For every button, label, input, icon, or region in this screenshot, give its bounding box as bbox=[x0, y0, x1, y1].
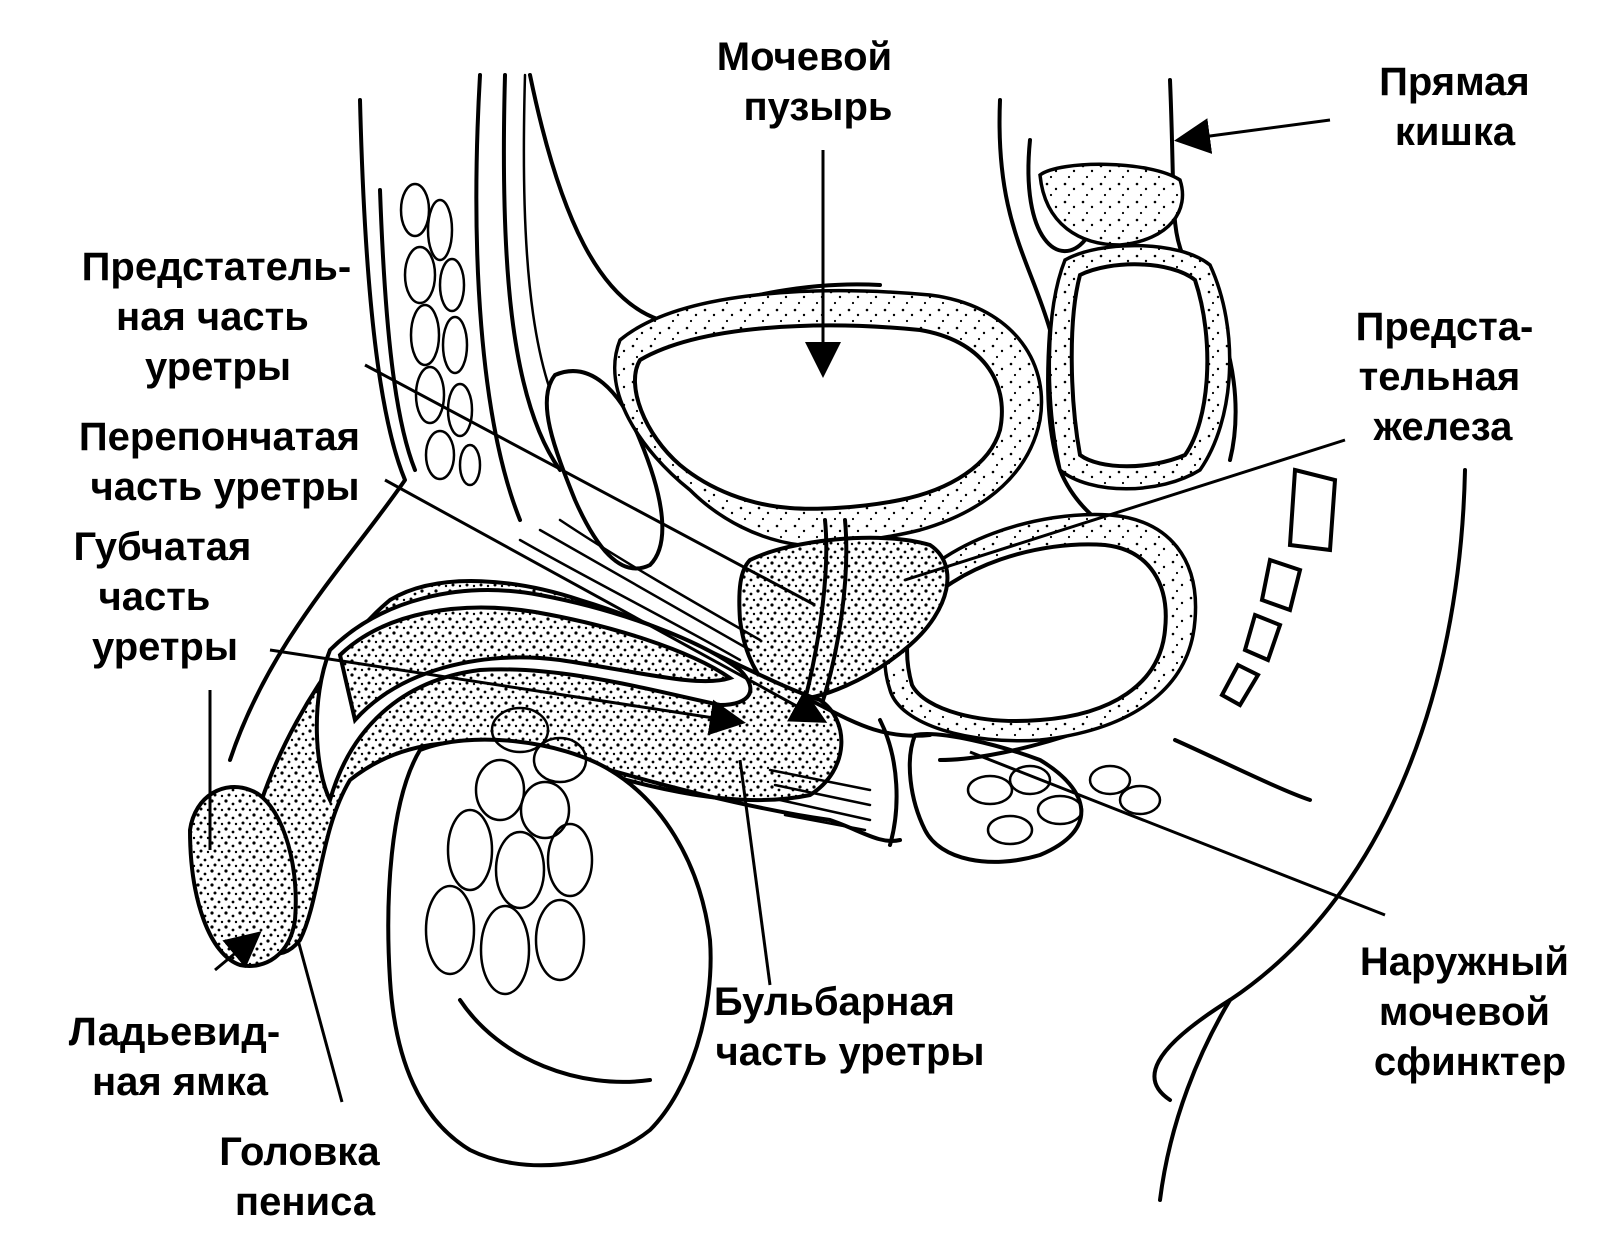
label-spongy-urethra: Губчатая часть уретры bbox=[74, 525, 263, 669]
label-prostatic-urethra: Предстатель- ная часть уретры bbox=[82, 245, 363, 389]
fat-lobules bbox=[399, 182, 482, 487]
penis-shaft bbox=[242, 579, 844, 956]
coccyx bbox=[1219, 467, 1338, 708]
bulbar-urethra-leader bbox=[738, 759, 772, 986]
bladder-shape bbox=[613, 289, 1044, 547]
navicular-fossa-leader bbox=[214, 931, 262, 972]
spongy-urethra-leader bbox=[269, 648, 746, 736]
perineal-body bbox=[608, 718, 1162, 864]
anatomy-drawing bbox=[187, 73, 1467, 1202]
prostate-leader bbox=[904, 438, 1346, 582]
label-bulbar-urethra: Бульбарная часть уретры bbox=[714, 980, 985, 1074]
rectum-shape bbox=[938, 78, 1238, 762]
membranous-urethra-leader bbox=[384, 478, 828, 723]
buttock-outline bbox=[1152, 468, 1467, 1102]
label-external-sphincter: Наружный мочевой сфинктер bbox=[1360, 940, 1580, 1084]
glans-leader bbox=[296, 939, 344, 1103]
label-navicular-fossa: Ладьевид- ная ямка bbox=[69, 1010, 292, 1104]
label-bladder: Мочевой пузырь bbox=[717, 35, 903, 129]
prostate-shape bbox=[737, 535, 950, 703]
scrotum bbox=[386, 706, 713, 1168]
label-rectum: Прямая кишка bbox=[1379, 60, 1541, 154]
label-prostate: Предста- тельная железа bbox=[1356, 305, 1545, 449]
label-glans: Головка пениса bbox=[219, 1130, 390, 1224]
leader-lines bbox=[208, 118, 1386, 1103]
labels: Мочевой пузырь Прямая кишка Предстатель-… bbox=[69, 35, 1580, 1224]
prostatic-urethra-leader bbox=[364, 363, 816, 607]
external-sphincter-leader bbox=[969, 750, 1386, 917]
rectum-arrow bbox=[1174, 118, 1331, 154]
glans-shape bbox=[187, 784, 298, 968]
label-membranous-urethra: Перепончатая часть уретры bbox=[79, 415, 371, 509]
